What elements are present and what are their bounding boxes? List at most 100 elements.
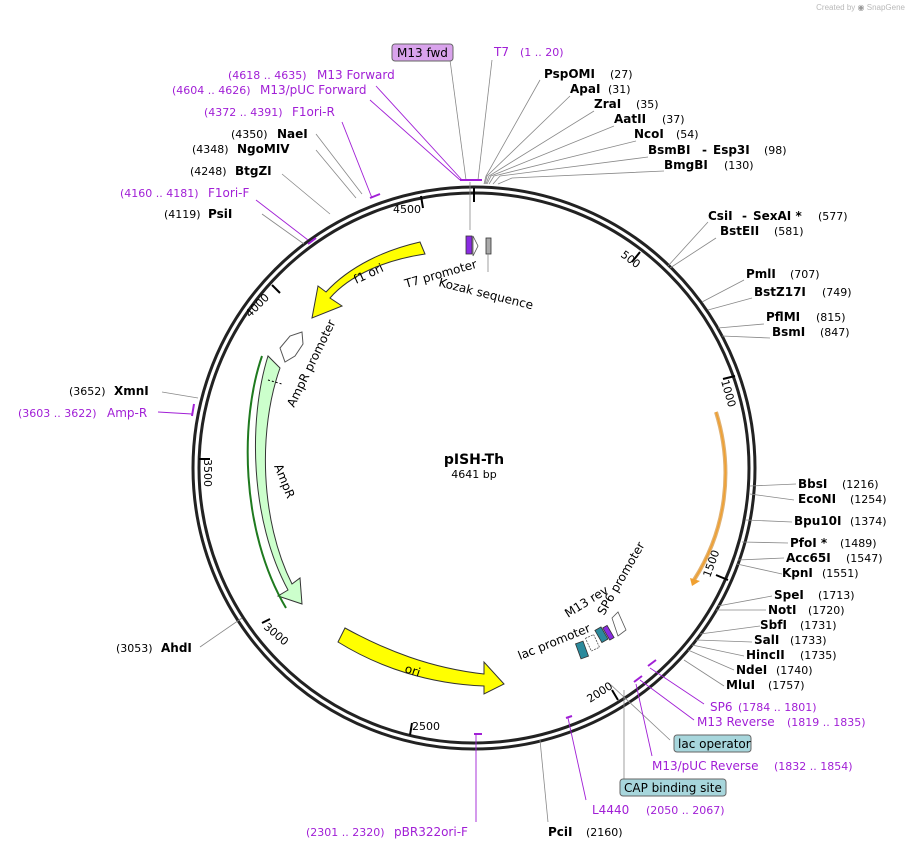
enzyme-pmli: PmlI — [746, 267, 776, 281]
primer-sp6: SP6 — [710, 700, 733, 714]
t7-arrow — [472, 235, 479, 257]
enzyme-pfoi: PfoI * — [790, 536, 828, 550]
tick-label: 4000 — [243, 291, 272, 320]
snapgene-logo-icon: ◉ — [857, 3, 865, 12]
enzyme-bmgbi-pos: (130) — [724, 159, 754, 172]
enzyme-hincii-pos: (1735) — [800, 649, 837, 662]
primer-labels: T7 (1 .. 20) (4618 .. 4635) M13 Forward … — [18, 45, 866, 839]
primer-m13-reverse: M13 Reverse — [697, 715, 775, 729]
enzyme-econi: EcoNI — [798, 492, 836, 506]
tick-label: 4500 — [393, 203, 421, 216]
enzyme-hincii: HincII — [746, 648, 785, 662]
lac-operator-label: lac operator — [678, 737, 751, 751]
tick-label: 2500 — [412, 720, 440, 733]
enzyme-bsteii-pos: (581) — [774, 225, 804, 238]
backbone-outer — [191, 185, 757, 751]
primer-m13-reverse-range: (1819 .. 1835) — [787, 716, 866, 729]
enzyme-sexai: SexAI * — [753, 209, 802, 223]
enzyme-sali: SalI — [754, 633, 779, 647]
primer-l4440: L4440 — [592, 803, 629, 817]
plasmid-name: pISH-Th — [444, 452, 504, 468]
primer-t7-range: (1 .. 20) — [520, 46, 564, 59]
leader-lines — [161, 59, 797, 823]
enzyme-naei-pos: (4350) — [231, 128, 268, 141]
feature-arrows — [246, 235, 728, 695]
enzyme-apai-pos: (31) — [608, 83, 631, 96]
snapgene-credit: Created by ◉ SnapGene — [816, 3, 905, 12]
enzyme-pflmi: PflMI — [766, 310, 800, 324]
lac-operator-feature — [584, 634, 601, 652]
sp6-feature — [602, 624, 615, 641]
enzyme-ahdi: AhdI — [161, 641, 192, 655]
primer-sp6-range: (1784 .. 1801) — [738, 701, 817, 714]
enzyme-pmli-pos: (707) — [790, 268, 820, 281]
enzyme-pcii: PciI — [548, 825, 573, 839]
enzyme-noti: NotI — [768, 603, 797, 617]
enzyme-ngomiv: NgoMIV — [237, 142, 290, 156]
t7-promoter-feature — [465, 235, 473, 255]
primer-amp-r: Amp-R — [107, 406, 147, 420]
enzyme-bsmi-pos: (847) — [820, 326, 850, 339]
enzyme-csii-sep: - — [742, 209, 747, 223]
credit-brand: SnapGene — [866, 3, 905, 12]
tick-label: 2000 — [585, 679, 616, 705]
enzyme-kpni-pos: (1551) — [822, 567, 859, 580]
enzyme-aatii-pos: (37) — [662, 113, 685, 126]
enzyme-esp3i: Esp3I — [713, 143, 750, 157]
primer-m13puc-forward-range: (4604 .. 4626) — [172, 84, 251, 97]
primer-m13puc-reverse-range: (1832 .. 1854) — [774, 760, 853, 773]
ampr-label: AmpR — [271, 462, 297, 500]
enzyme-psii: PsiI — [208, 207, 232, 221]
enzyme-mlui-pos: (1757) — [768, 679, 805, 692]
plasmid-size: 4641 bp — [451, 468, 496, 481]
sp6-promoter-arrow — [611, 611, 627, 637]
primer-pbr322ori-f: pBR322ori-F — [394, 825, 468, 839]
primer-m13puc-forward: M13/pUC Forward — [260, 83, 367, 97]
enzyme-bsmbi-pos: (98) — [764, 144, 787, 157]
f1-ori-arrow — [311, 241, 426, 319]
tick-label: 3500 — [201, 459, 214, 487]
primer-pbr322ori-f-range: (2301 .. 2320) — [306, 826, 385, 839]
enzyme-bmgbi: BmgBI — [664, 158, 708, 172]
sp6-promoter-label: SP6 promoter — [594, 539, 647, 617]
enzyme-spei-pos: (1713) — [818, 589, 855, 602]
enzyme-btgzi-pos: (4248) — [190, 165, 227, 178]
enzyme-bbsi: BbsI — [798, 477, 827, 491]
kozak-label: Kozak sequence — [437, 275, 534, 312]
primer-f1ori-r-range: (4372 .. 4391) — [204, 106, 283, 119]
enzyme-ncoi-pos: (54) — [676, 128, 699, 141]
enzyme-pcii-pos: (2160) — [586, 826, 623, 839]
primer-m13-forward-range: (4618 .. 4635) — [228, 69, 307, 82]
enzyme-csii-pos: (577) — [818, 210, 848, 223]
primer-l4440-range: (2050 .. 2067) — [646, 804, 725, 817]
enzyme-kpni: KpnI — [782, 566, 813, 580]
primer-amp-r-range: (3603 .. 3622) — [18, 407, 97, 420]
enzyme-csii: CsiI — [708, 209, 733, 223]
enzyme-zrai-pos: (35) — [636, 98, 659, 111]
enzyme-zrai: ZraI — [594, 97, 621, 111]
ori-label: ori — [403, 662, 422, 680]
primer-m13puc-reverse: M13/pUC Reverse — [652, 759, 759, 773]
primer-t7: T7 — [493, 45, 509, 59]
enzyme-spei: SpeI — [774, 588, 804, 602]
ampr-promoter-arrow — [279, 331, 304, 363]
enzyme-ndei: NdeI — [736, 663, 767, 677]
ori-arrow — [337, 627, 505, 695]
enzyme-pflmi-pos: (815) — [816, 311, 846, 324]
primer-marks — [191, 179, 657, 735]
enzyme-sbfi: SbfI — [760, 618, 787, 632]
ampr-promoter-dots — [267, 379, 283, 385]
tick-marks — [199, 188, 736, 736]
orf-arc-inner — [693, 411, 727, 581]
ampr-promoter-label: AmpR promoter — [284, 317, 338, 409]
cap-site-box — [619, 778, 727, 797]
enzyme-bsteii: BstEII — [720, 224, 759, 238]
enzyme-ahdi-pos: (3053) — [116, 642, 153, 655]
enzyme-ncoi: NcoI — [634, 127, 664, 141]
orf-arrowhead — [690, 578, 700, 586]
enzyme-xmni-pos: (3652) — [69, 385, 106, 398]
enzyme-labels: PspOMI(27) ApaI(31) ZraI(35) AatII(37) N… — [69, 67, 887, 839]
enzyme-naei: NaeI — [277, 127, 308, 141]
enzyme-bpu10i-pos: (1374) — [850, 515, 887, 528]
